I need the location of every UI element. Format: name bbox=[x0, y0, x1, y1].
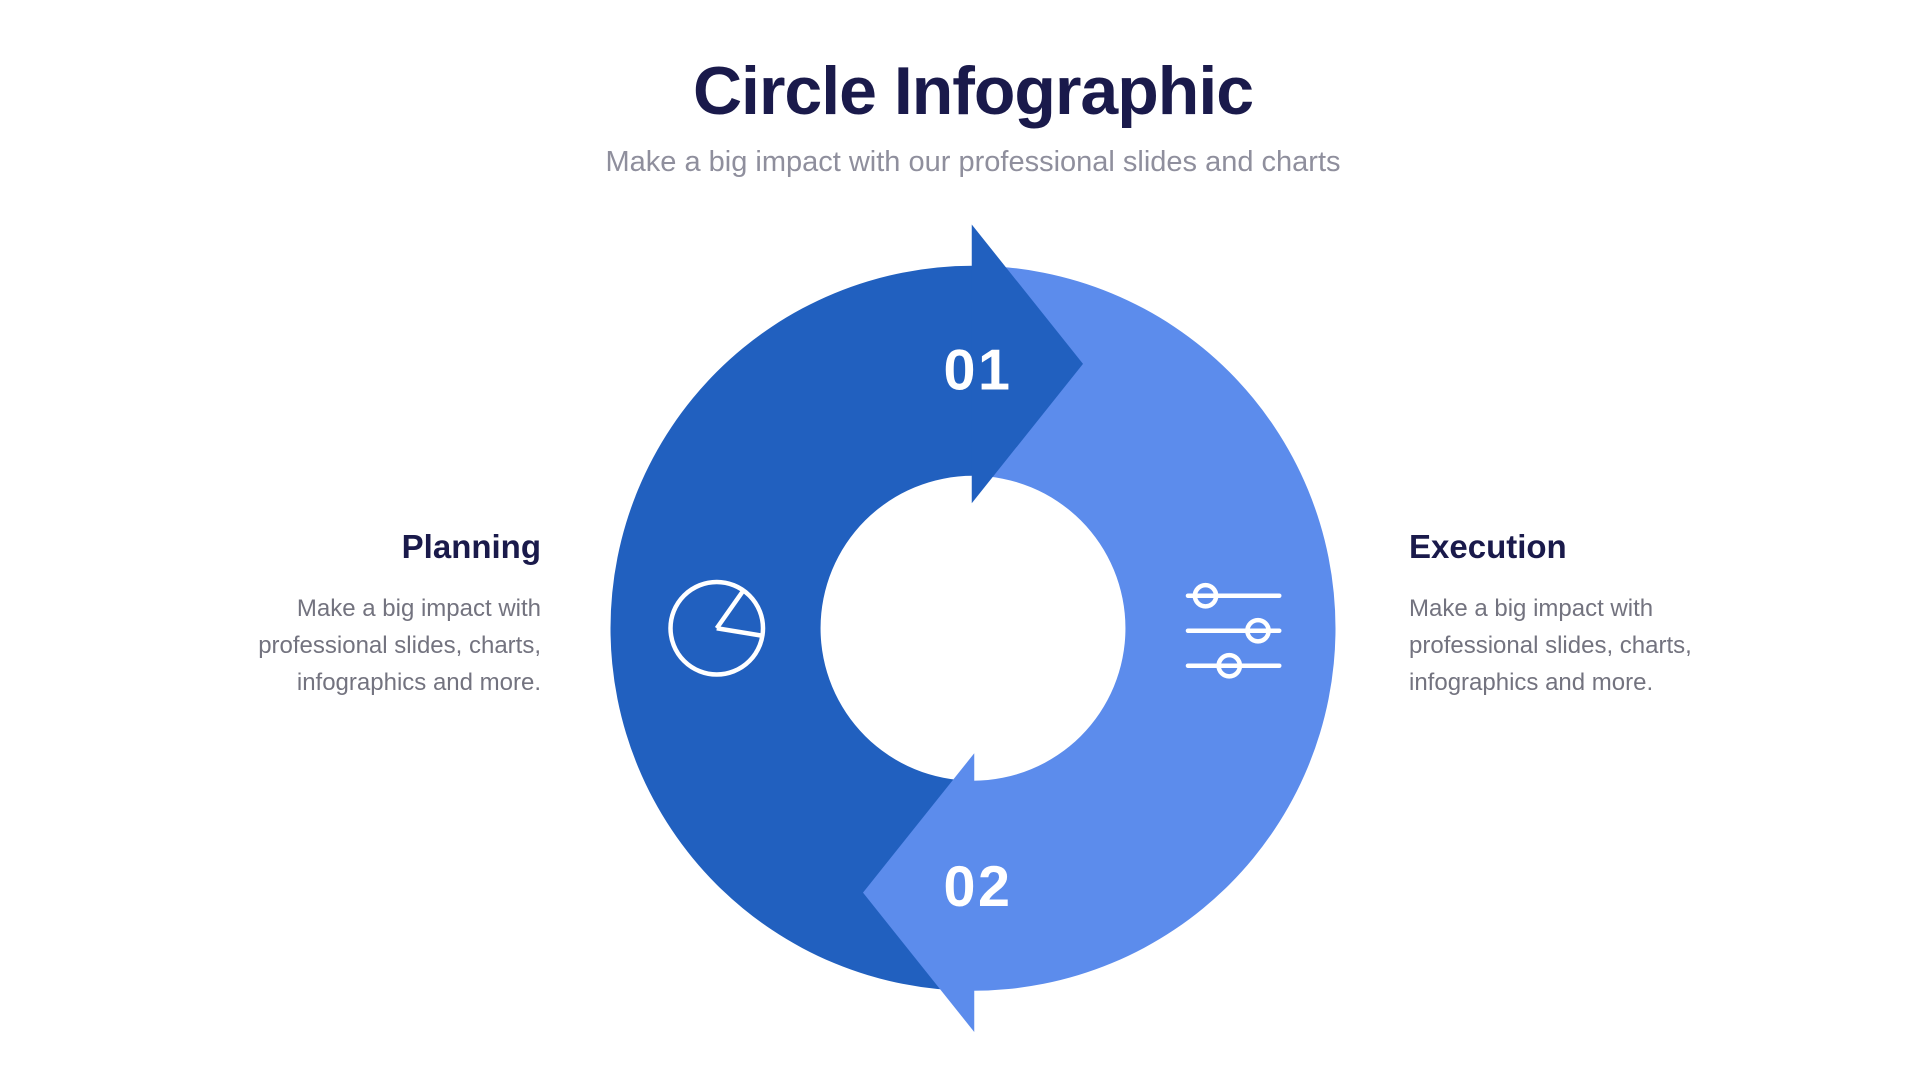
step-2-number: 02 bbox=[944, 855, 1013, 919]
page-title: Circle Infographic bbox=[692, 53, 1254, 129]
sliders-icon-knob-3 bbox=[1216, 652, 1243, 679]
sliders-icon-knob-1 bbox=[1192, 582, 1219, 609]
pie-chart-icon bbox=[668, 579, 766, 677]
pie-chart-icon-slice-line-2 bbox=[716, 626, 763, 638]
step-2-description: Make a big impact with professional slid… bbox=[1409, 595, 1692, 697]
clockwise-arrow-bottom-icon bbox=[863, 753, 975, 1032]
circle-cycle-diagram: 01 02 bbox=[610, 224, 1336, 1032]
sliders-icon bbox=[1185, 582, 1282, 679]
clockwise-arrow-top-icon bbox=[971, 224, 1083, 504]
pie-chart-icon-slice-line-1 bbox=[714, 588, 746, 630]
step-1-number: 01 bbox=[944, 339, 1013, 403]
step-1-description: Make a big impact with professional slid… bbox=[258, 595, 541, 697]
sliders-icon-knob-2 bbox=[1245, 617, 1271, 644]
step-1-ring-segment bbox=[610, 265, 973, 991]
page-subtitle: Make a big impact with our professional … bbox=[605, 146, 1341, 178]
step-2-ring-segment bbox=[973, 265, 1336, 991]
step-2-label: Execution bbox=[1409, 528, 1567, 565]
pie-chart-icon-circle bbox=[668, 579, 766, 677]
header: Circle Infographic Make a big impact wit… bbox=[605, 52, 1340, 179]
step-1-text-block: Planning Make a big impact with professi… bbox=[191, 528, 541, 702]
step-1-label: Planning bbox=[401, 528, 541, 565]
step-2-text-block: Execution Make a big impact with profess… bbox=[1409, 528, 1759, 702]
